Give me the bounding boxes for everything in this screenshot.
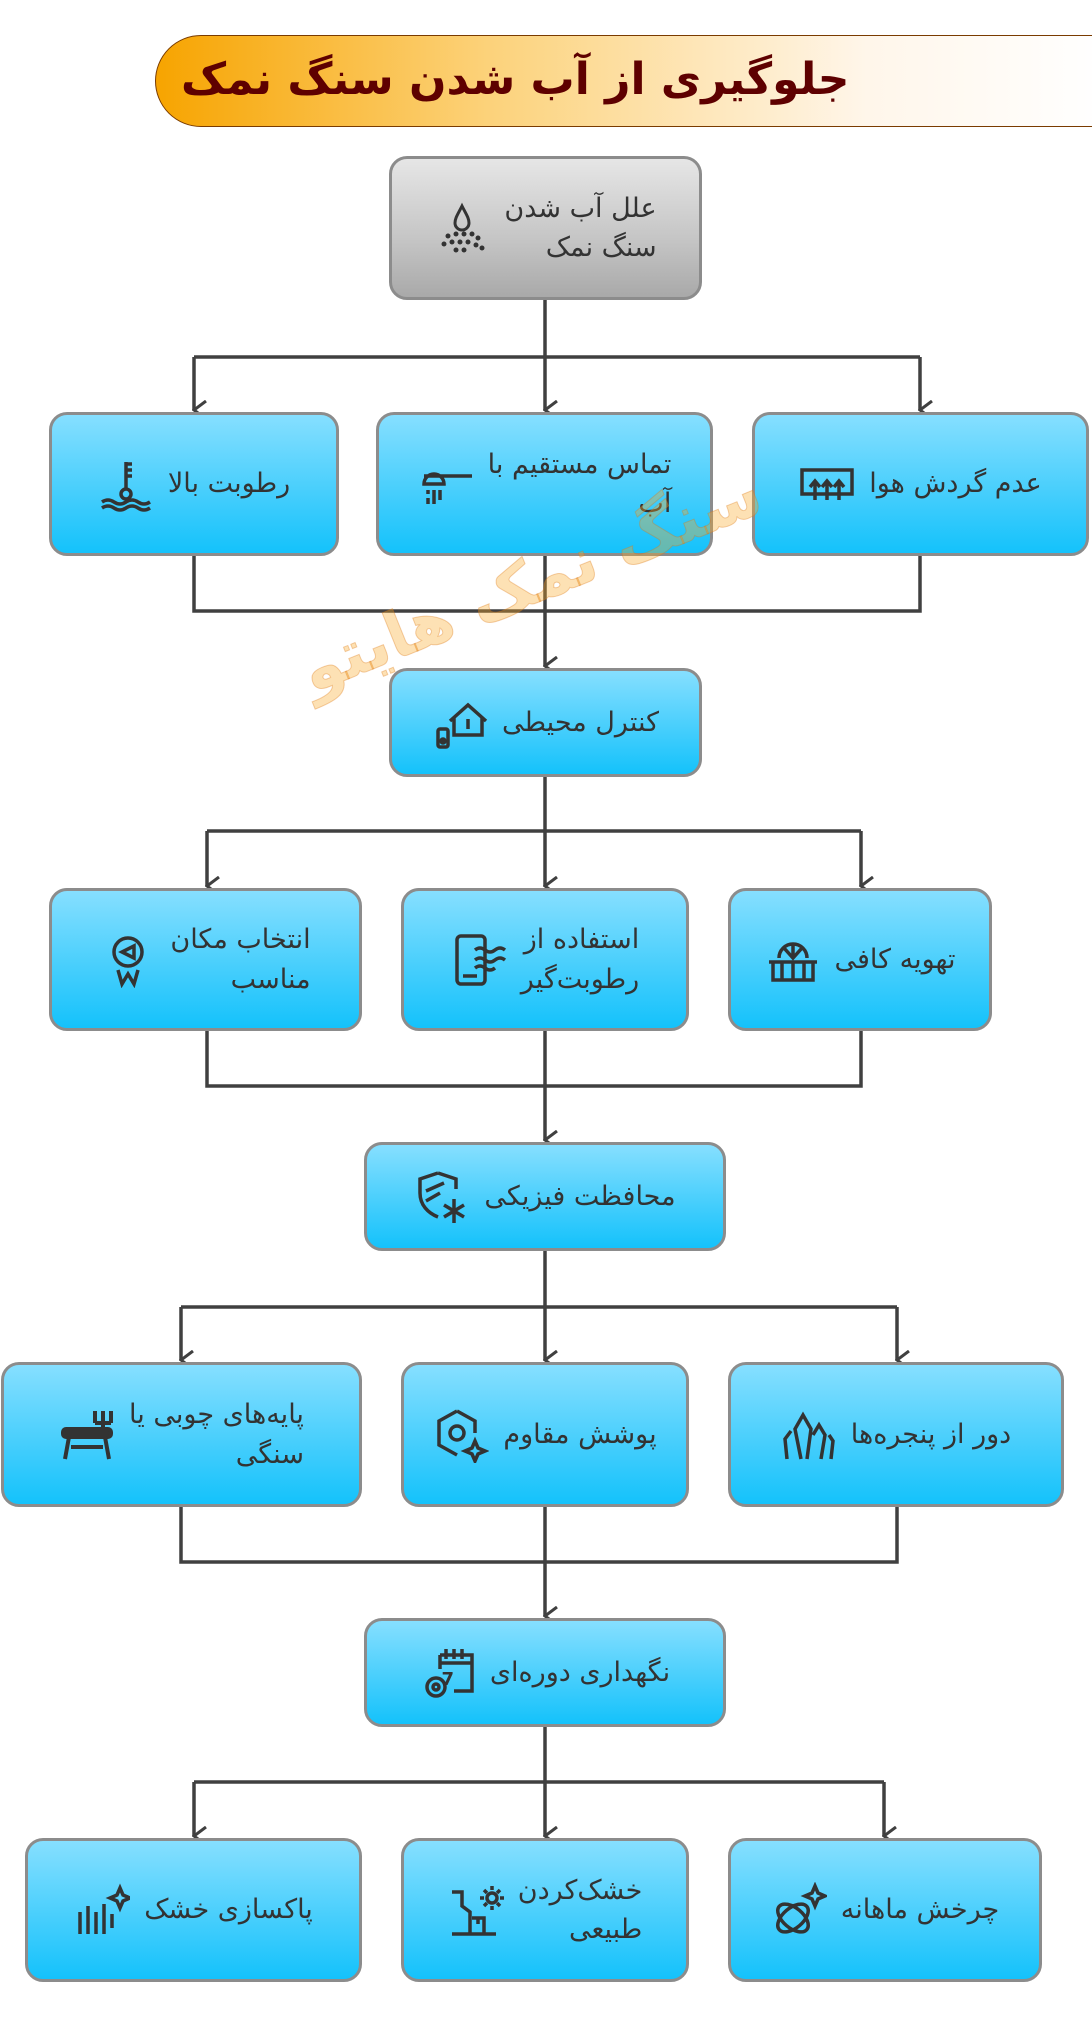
- node-choose-location: انتخاب مکان مناسب: [49, 888, 362, 1031]
- page-title: جلوگیری از آب شدن سنگ نمک: [181, 54, 850, 105]
- connector-maintenance: [194, 1727, 884, 1784]
- connector-merge: [192, 556, 922, 613]
- node-label: رطوبت‌گیر: [520, 963, 640, 995]
- node-no-air-circulation: عدم گردش هوا: [752, 412, 1089, 556]
- connector-merge: [205, 1031, 863, 1088]
- node-direct-water-contact: تماس مستقیم با آب: [376, 412, 713, 556]
- node-wooden-stone-stand: پایه‌های چوبی یا سنگی: [1, 1362, 362, 1507]
- node-label: پوشش مقاوم: [503, 1418, 657, 1450]
- connector-environment: [207, 777, 861, 833]
- water-thermometer-icon: [98, 456, 154, 512]
- node-label: خشک‌کردن: [517, 1874, 643, 1906]
- hex-nut-sparkle-icon: [433, 1407, 490, 1465]
- node-label: آب: [638, 488, 672, 519]
- node-label: کنترل محیطی: [502, 706, 659, 738]
- node-high-humidity: رطوبت بالا: [49, 412, 339, 556]
- title-banner: جلوگیری از آب شدن سنگ نمک: [155, 35, 1092, 127]
- node-label: پایه‌های چوبی یا: [129, 1399, 304, 1431]
- node-resistant-coating: پوشش مقاوم: [401, 1362, 689, 1507]
- node-label: عدم گردش هوا: [869, 468, 1042, 500]
- node-label: پاکسازی خشک: [144, 1894, 313, 1926]
- node-label: تهویه کافی: [834, 943, 956, 975]
- node-periodic-maintenance: نگهداری دوره‌ای 7: [364, 1618, 726, 1727]
- air-vent-icon: [799, 456, 855, 512]
- smart-home-thermostat-icon: [432, 695, 488, 751]
- node-label: نگهداری دوره‌ای: [489, 1656, 671, 1688]
- node-label: انتخاب مکان: [170, 924, 311, 956]
- shield-snowflake-icon: [414, 1169, 470, 1225]
- node-dry-cleaning: پاکسازی خشک: [25, 1838, 362, 1982]
- node-label: تماس مستقیم با: [487, 448, 672, 480]
- compass-icon: [100, 932, 156, 988]
- calendar-gear-icon: 7: [420, 1645, 476, 1701]
- node-label: طبیعی: [568, 1914, 643, 1945]
- sparkle-lines-icon: [74, 1882, 135, 1938]
- node-root-causes: علل آب شدن سنگ نمک: [389, 156, 702, 300]
- sun-cliff-icon: [448, 1882, 504, 1938]
- node-away-from-windows: دور از پنجره‌ها: [728, 1362, 1064, 1507]
- water-drop-dots-icon: [434, 200, 490, 256]
- shower-icon: [418, 456, 474, 512]
- node-label: سنگ نمک: [545, 232, 657, 263]
- node-use-dehumidifier: استفاده از رطوبت‌گیر: [401, 888, 689, 1031]
- node-label: چرخش ماهانه: [840, 1894, 1000, 1926]
- orbit-sparkle-icon: [771, 1881, 830, 1938]
- node-label: علل آب شدن: [504, 192, 657, 224]
- node-label: سنگی: [235, 1438, 304, 1470]
- ventilation-fan-icon: [765, 932, 821, 988]
- connector-merge: [179, 1507, 899, 1564]
- node-label: مناسب: [230, 963, 311, 995]
- node-physical-protection: محافظت فیزیکی: [364, 1142, 726, 1251]
- stand-icon: [59, 1407, 115, 1463]
- node-environmental-control: کنترل محیطی: [389, 668, 702, 777]
- connector-physical: [181, 1251, 897, 1309]
- node-natural-drying: خشک‌کردن طبیعی: [401, 1838, 689, 1982]
- node-label: استفاده از: [523, 924, 640, 956]
- node-label: دور از پنجره‌ها: [850, 1418, 1012, 1450]
- node-label: محافظت فیزیکی: [484, 1180, 676, 1212]
- node-monthly-rotation: چرخش ماهانه: [728, 1838, 1042, 1982]
- node-adequate-ventilation: تهویه کافی: [728, 888, 992, 1031]
- connector-root: [194, 300, 920, 359]
- dehumidifier-icon: [451, 932, 507, 988]
- node-label: رطوبت بالا: [167, 468, 291, 500]
- crystals-icon: [781, 1407, 837, 1463]
